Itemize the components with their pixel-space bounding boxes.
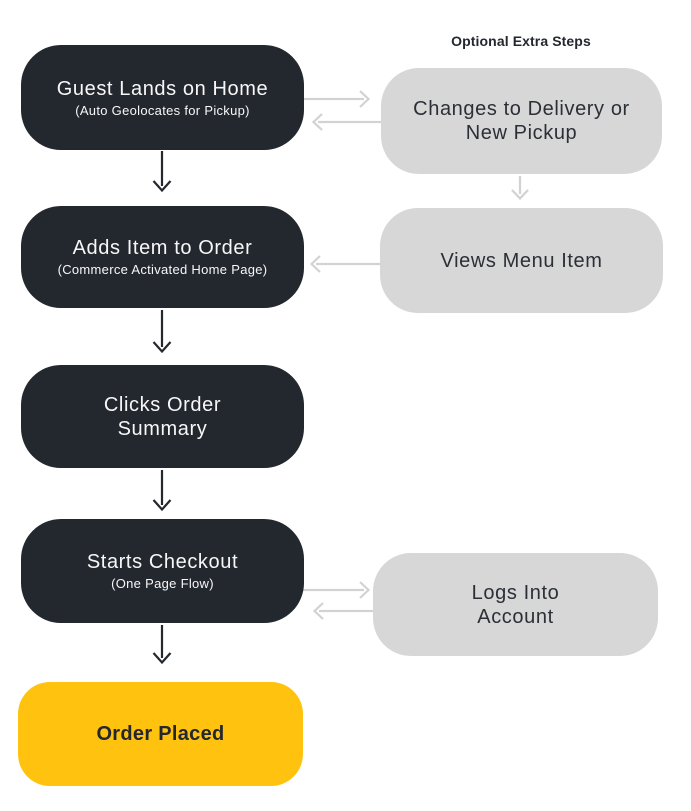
arrow-changes-delivery-to-views-menu: [511, 176, 529, 201]
arrow-guest-to-changes-delivery: [303, 90, 371, 108]
node-title: Order Placed: [96, 723, 225, 745]
node-subtitle: (One Page Flow): [111, 576, 214, 592]
node-views-menu-item: Views Menu Item: [380, 208, 663, 313]
node-title: Logs Into Account: [471, 581, 560, 628]
node-subtitle: (Auto Geolocates for Pickup): [75, 102, 250, 118]
node-subtitle: (Commerce Activated Home Page): [57, 262, 268, 278]
node-title: Views Menu Item: [440, 249, 603, 272]
node-logs-into-account: Logs Into Account: [373, 553, 658, 656]
node-clicks-order-summary: Clicks Order Summary: [21, 365, 304, 468]
arrow-guest-to-adds-item: [152, 151, 172, 193]
arrow-logs-into-account-to-checkout: [312, 602, 373, 620]
node-adds-item-to-order: Adds Item to Order (Commerce Activated H…: [21, 206, 304, 308]
optional-extra-steps-heading: Optional Extra Steps: [451, 33, 591, 49]
node-guest-lands-on-home: Guest Lands on Home (Auto Geolocates for…: [21, 45, 304, 150]
arrow-views-menu-to-adds-item: [309, 255, 381, 273]
node-title: Starts Checkout: [86, 551, 239, 574]
arrow-checkout-to-order-placed: [152, 625, 172, 665]
node-title: Guest Lands on Home: [56, 77, 269, 100]
arrow-checkout-to-logs-into-account: [303, 581, 371, 599]
node-title: Clicks Order Summary: [103, 393, 222, 440]
arrow-changes-delivery-to-guest: [311, 113, 381, 131]
node-starts-checkout: Starts Checkout (One Page Flow): [21, 519, 304, 623]
arrow-adds-item-to-order-summary: [152, 310, 172, 354]
node-title: Changes to Delivery or New Pickup: [413, 98, 630, 144]
node-changes-to-delivery-or-new-pickup: Changes to Delivery or New Pickup: [381, 68, 662, 174]
node-title: Adds Item to Order: [72, 237, 253, 260]
node-order-placed: Order Placed: [18, 682, 303, 786]
arrow-order-summary-to-checkout: [152, 470, 172, 512]
